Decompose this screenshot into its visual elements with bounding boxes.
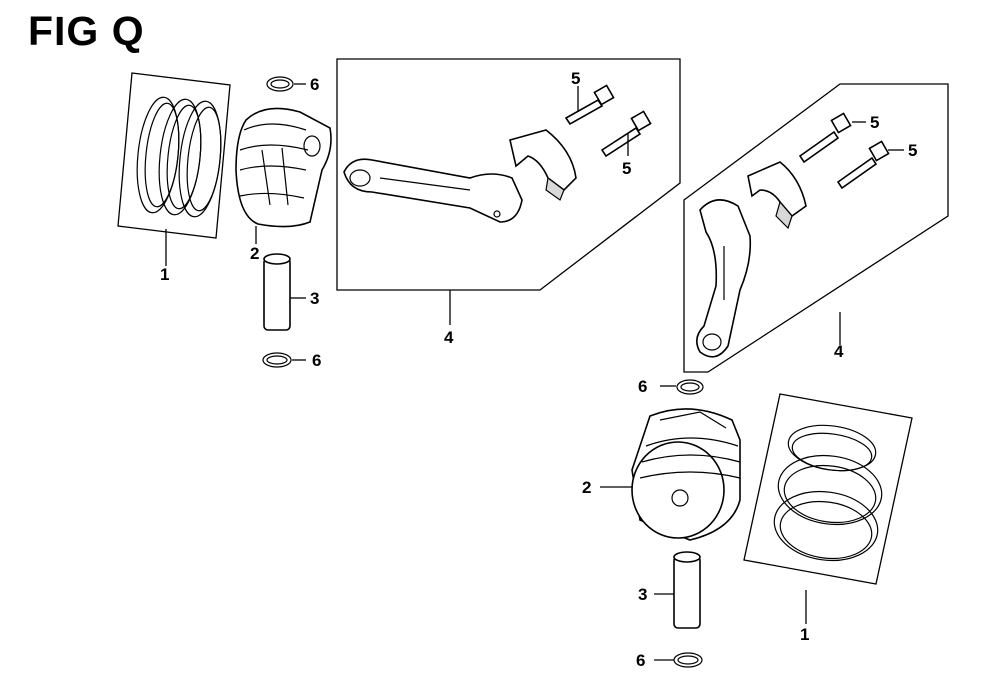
left-clip-bottom (262, 352, 306, 368)
callout-left-piston: 2 (250, 244, 259, 263)
left-clip-top (266, 76, 306, 92)
callout-left-bolt-bottom: 5 (622, 159, 631, 178)
figure-title: FIG Q (28, 8, 145, 54)
left-connecting-rod-assembly (336, 58, 681, 325)
callout-left-pin: 3 (310, 289, 319, 308)
callout-right-clip-bottom: 6 (636, 651, 645, 670)
left-piston-rings (117, 72, 231, 266)
left-piston (235, 107, 332, 244)
callout-right-rings: 1 (800, 625, 809, 644)
right-piston-rings (743, 393, 913, 624)
right-clip-top (660, 379, 704, 395)
callout-right-bolt-bottom: 5 (908, 141, 917, 160)
callout-left-bolt-top: 5 (571, 69, 580, 88)
callout-right-bolt-top: 5 (870, 113, 879, 132)
callout-left-clip-bottom: 6 (312, 351, 321, 370)
right-connecting-rod-assembly (683, 83, 949, 373)
right-piston-pin (654, 551, 701, 629)
callout-left-rod-assembly: 4 (444, 328, 454, 347)
callout-right-rod-assembly: 4 (834, 342, 844, 361)
right-clip-bottom (654, 652, 703, 668)
left-piston-pin (263, 253, 306, 331)
callout-right-piston: 2 (582, 478, 591, 497)
callout-right-clip-top: 6 (638, 377, 647, 396)
callout-left-rings: 1 (160, 265, 169, 284)
callout-left-clip-top: 6 (310, 75, 319, 94)
callout-right-pin: 3 (638, 585, 647, 604)
right-piston (600, 408, 741, 541)
